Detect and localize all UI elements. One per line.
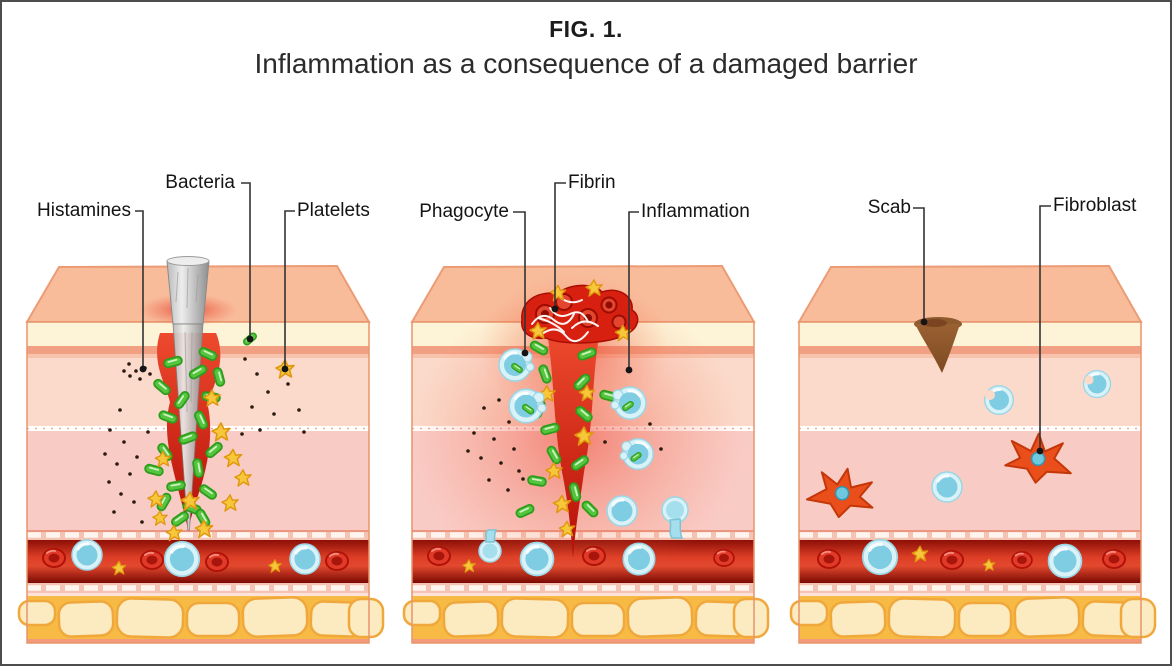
leader-platelets (281, 210, 295, 373)
label-bacteria: Bacteria (165, 172, 235, 193)
skin-panel-3 (791, 266, 1155, 643)
skin-panel-1 (19, 256, 383, 644)
leader-phagocyte (513, 211, 529, 357)
white-cell-group (930, 369, 1112, 504)
leader-scab (913, 207, 928, 326)
leader-fibrin (551, 182, 566, 313)
blood-clot-icon (521, 279, 639, 344)
label-scab: Scab (867, 197, 911, 218)
figure-title: Inflammation as a consequence of a damag… (254, 48, 918, 79)
label-fibroblast: Fibroblast (1053, 195, 1137, 216)
figure-label: FIG. 1. (549, 16, 623, 42)
skin-panel-2 (404, 266, 768, 643)
leader-inflammation (625, 211, 639, 374)
leader-lines (135, 182, 1051, 455)
leader-bacteria (241, 182, 254, 343)
fibrin-mesh-icon (531, 295, 599, 343)
label-fibrin: Fibrin (568, 172, 616, 193)
leader-histamines (135, 210, 147, 373)
diapedesis-cells (478, 496, 689, 563)
figure-caption: FIG. 1. Inflammation as a consequence of… (2, 16, 1170, 80)
leader-fibroblast (1036, 205, 1051, 455)
label-histamines: Histamines (37, 200, 131, 221)
label-platelets: Platelets (297, 200, 370, 221)
label-phagocyte: Phagocyte (419, 201, 509, 222)
label-inflammation: Inflammation (641, 201, 750, 222)
